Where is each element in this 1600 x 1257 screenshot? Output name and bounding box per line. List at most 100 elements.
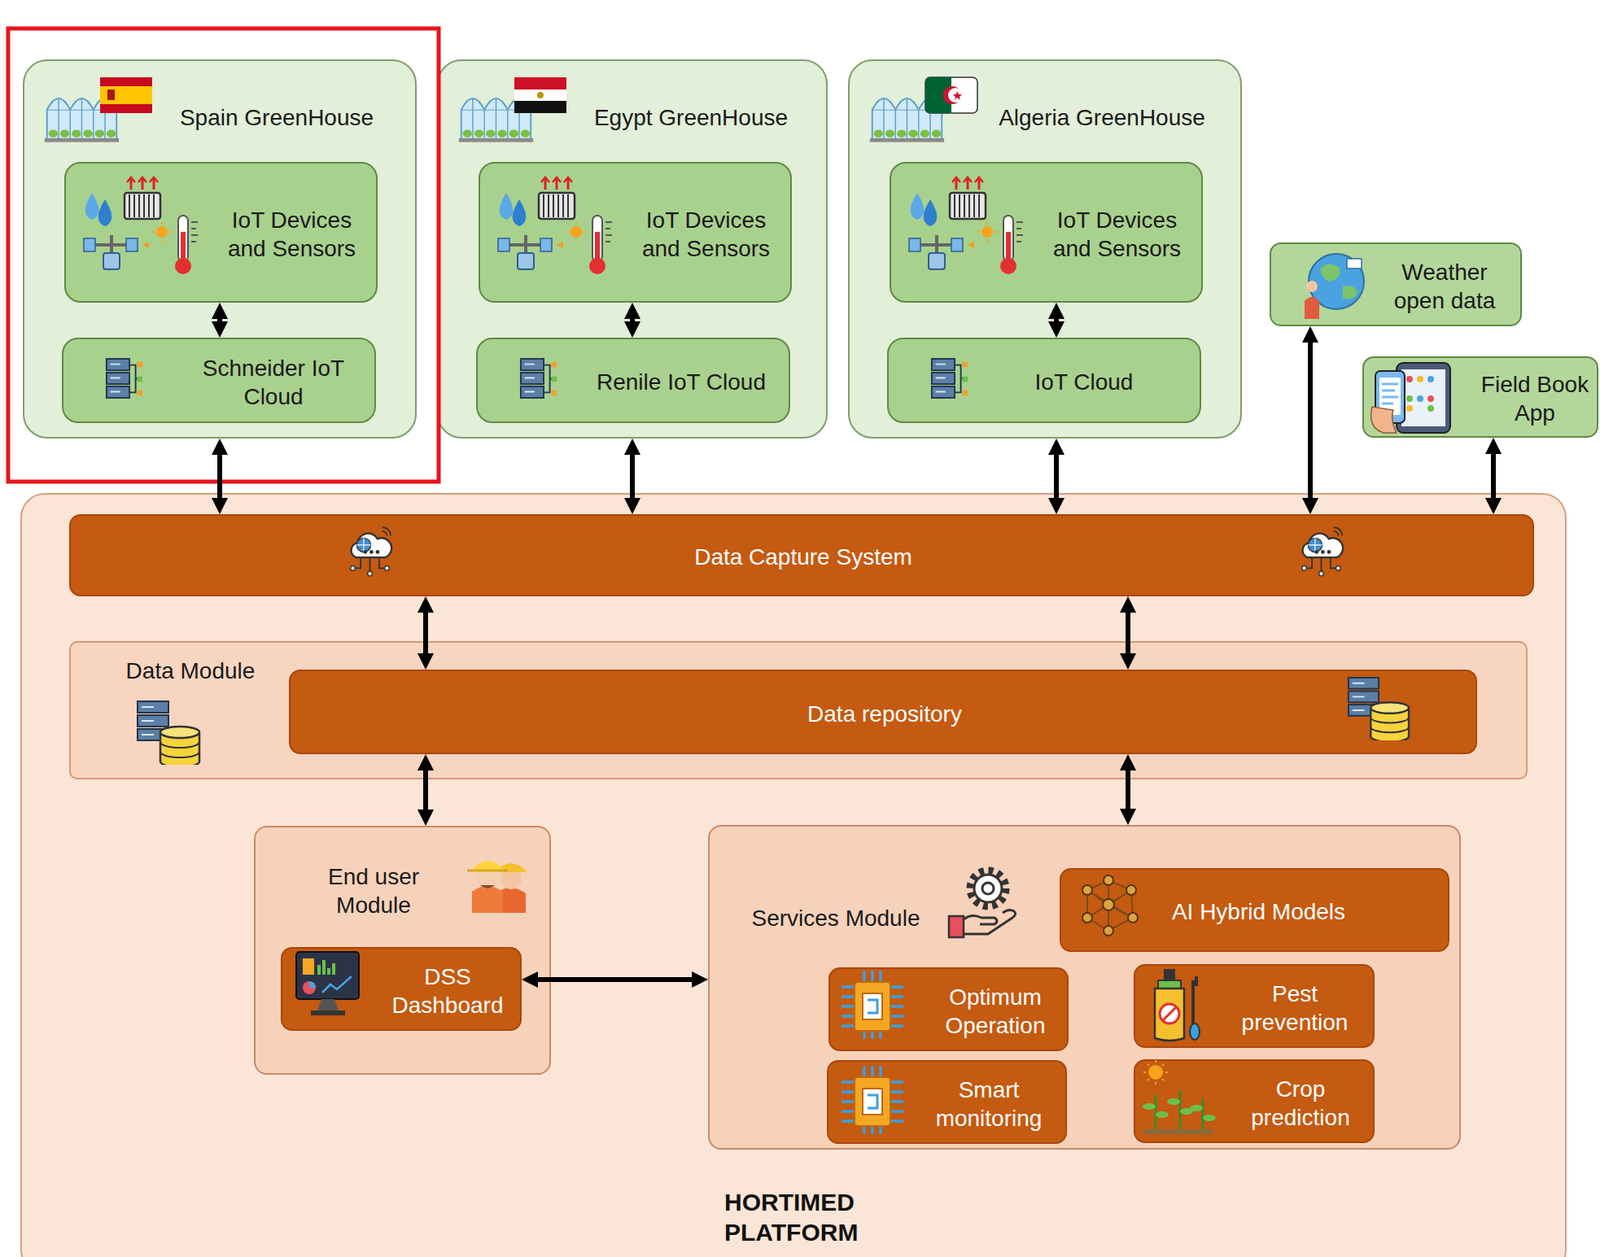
flag-egypt [537, 91, 544, 99]
data-flow-arrow [217, 446, 223, 507]
node-label: Renile IoT Cloud [575, 367, 787, 397]
service-box: DSS Dashboard [280, 947, 522, 1032]
text-area: Smart monitoring [918, 1066, 1059, 1142]
module-panel: Data ModuleData repository [69, 641, 1528, 780]
field-book-icon [1427, 405, 1434, 412]
dashboard-icon [302, 958, 315, 975]
service-box: Smart monitoring [826, 1060, 1067, 1145]
server-icon [520, 358, 557, 398]
spray-icon [1159, 1004, 1180, 1024]
greenhouse-panel: Egypt GreenHouseIoT Devices and SensorsR… [437, 59, 828, 439]
weather-icon [1304, 297, 1320, 320]
chip-icon [841, 1066, 904, 1135]
text-area: IoT Devices and Sensors [626, 171, 786, 297]
source-box: Weather open data [1269, 242, 1522, 327]
text-area: IoT Cloud [986, 343, 1182, 421]
spray-icon [1154, 969, 1200, 1041]
field-book-icon [1416, 395, 1424, 403]
cloud-box: Schneider IoT Cloud [61, 337, 376, 424]
greenhouse-panel: Spain GreenHouseIoT Devices and SensorsS… [22, 59, 417, 439]
weather-icon [1304, 253, 1364, 320]
dashboard-icon [322, 976, 352, 993]
device-box: IoT Devices and Sensors [889, 161, 1203, 303]
field-book-icon [1406, 375, 1424, 412]
field-book-icon [1427, 375, 1434, 383]
flag-spain [100, 77, 153, 114]
service-box: Pest prevention [1133, 964, 1375, 1049]
field-book-icon [1406, 395, 1434, 412]
flag-algeria [953, 91, 962, 101]
spray-icon [1158, 980, 1181, 989]
data-flow-arrow [629, 446, 635, 507]
dashboard-icon [296, 952, 359, 1016]
dashboard-icon [317, 999, 339, 1011]
farmer-icon [480, 885, 495, 889]
flag-spain [107, 89, 115, 101]
field-book-icon [1379, 377, 1401, 416]
crop-icon [1142, 1103, 1156, 1111]
text-area: Weather open data [1383, 248, 1506, 324]
database-icon [137, 701, 200, 768]
service-box: AI Hybrid Models [1059, 868, 1450, 953]
crop-icon [1148, 1065, 1163, 1080]
service-gear-icon [948, 916, 964, 938]
network-icon [1102, 899, 1115, 911]
module-panel: End user ModuleDSS Dashboard [253, 826, 551, 1076]
iot-icon [83, 177, 1023, 275]
system-bar: Data repository [288, 669, 1478, 755]
flag-algeria [948, 87, 963, 103]
field-book-icon [1416, 375, 1424, 383]
weather-icon [1306, 280, 1318, 293]
crop-icon [1143, 1129, 1214, 1135]
flag-algeria [925, 77, 978, 114]
dashboard-icon [310, 1010, 346, 1016]
node-label: Data Module [96, 656, 285, 686]
field-book-icon [1406, 375, 1434, 403]
cloud-box: IoT Cloud [887, 337, 1202, 424]
spray-icon [1189, 1023, 1200, 1041]
node-label: Optimum Operation [922, 983, 1069, 1041]
text-area: Data repository [290, 671, 1479, 757]
text-area: Pest prevention [1224, 970, 1365, 1046]
flag-egypt [514, 89, 567, 101]
text-area: Data Module [96, 649, 285, 692]
weather-icon [1346, 258, 1362, 269]
node-label: IoT Devices and Sensors [1037, 205, 1197, 263]
server-icon [106, 358, 143, 398]
node-label: Crop prediction [1230, 1075, 1371, 1133]
greenhouse-panel: Algeria GreenHouseIoT Devices and Sensor… [848, 59, 1242, 439]
node-label: Data repository [290, 699, 1479, 729]
database-icon [137, 677, 1409, 768]
node-label: Egypt GreenHouse [560, 103, 822, 132]
node-label: Weather open data [1383, 257, 1506, 315]
node-label: Algeria GreenHouse [971, 103, 1233, 132]
weather-icon [1308, 253, 1364, 310]
node-label: Services Module [734, 904, 938, 933]
text-area: IoT Devices and Sensors [1037, 171, 1197, 297]
greenhouse-icon [869, 98, 945, 143]
text-area: Data Capture System [70, 515, 1536, 599]
server-icon [106, 358, 968, 398]
text-area: Schneider IoT Cloud [185, 343, 362, 421]
farmer-icon [471, 861, 505, 871]
text-area: Crop prediction [1230, 1065, 1371, 1141]
device-box: IoT Devices and Sensors [478, 161, 792, 303]
flag-egypt [514, 77, 567, 90]
text-area: Services Module [734, 896, 938, 941]
data-flow-arrow [529, 977, 700, 983]
node-label: IoT Cloud [986, 367, 1182, 397]
service-box: Optimum Operation [828, 967, 1069, 1052]
text-area: Renile IoT Cloud [575, 343, 787, 421]
flag-egypt [514, 77, 567, 114]
greenhouse-icon [459, 98, 534, 143]
service-gear-icon [950, 909, 1016, 935]
network-icon [1082, 913, 1093, 923]
source-box: Field Book App [1362, 356, 1599, 438]
spray-icon [1162, 1007, 1176, 1021]
node-label: IoT Devices and Sensors [626, 205, 786, 263]
text-area: Spain GreenHouse [146, 96, 407, 138]
network-icon [1087, 880, 1133, 932]
field-book-icon [1416, 375, 1434, 403]
greenhouse-icon [44, 98, 945, 143]
